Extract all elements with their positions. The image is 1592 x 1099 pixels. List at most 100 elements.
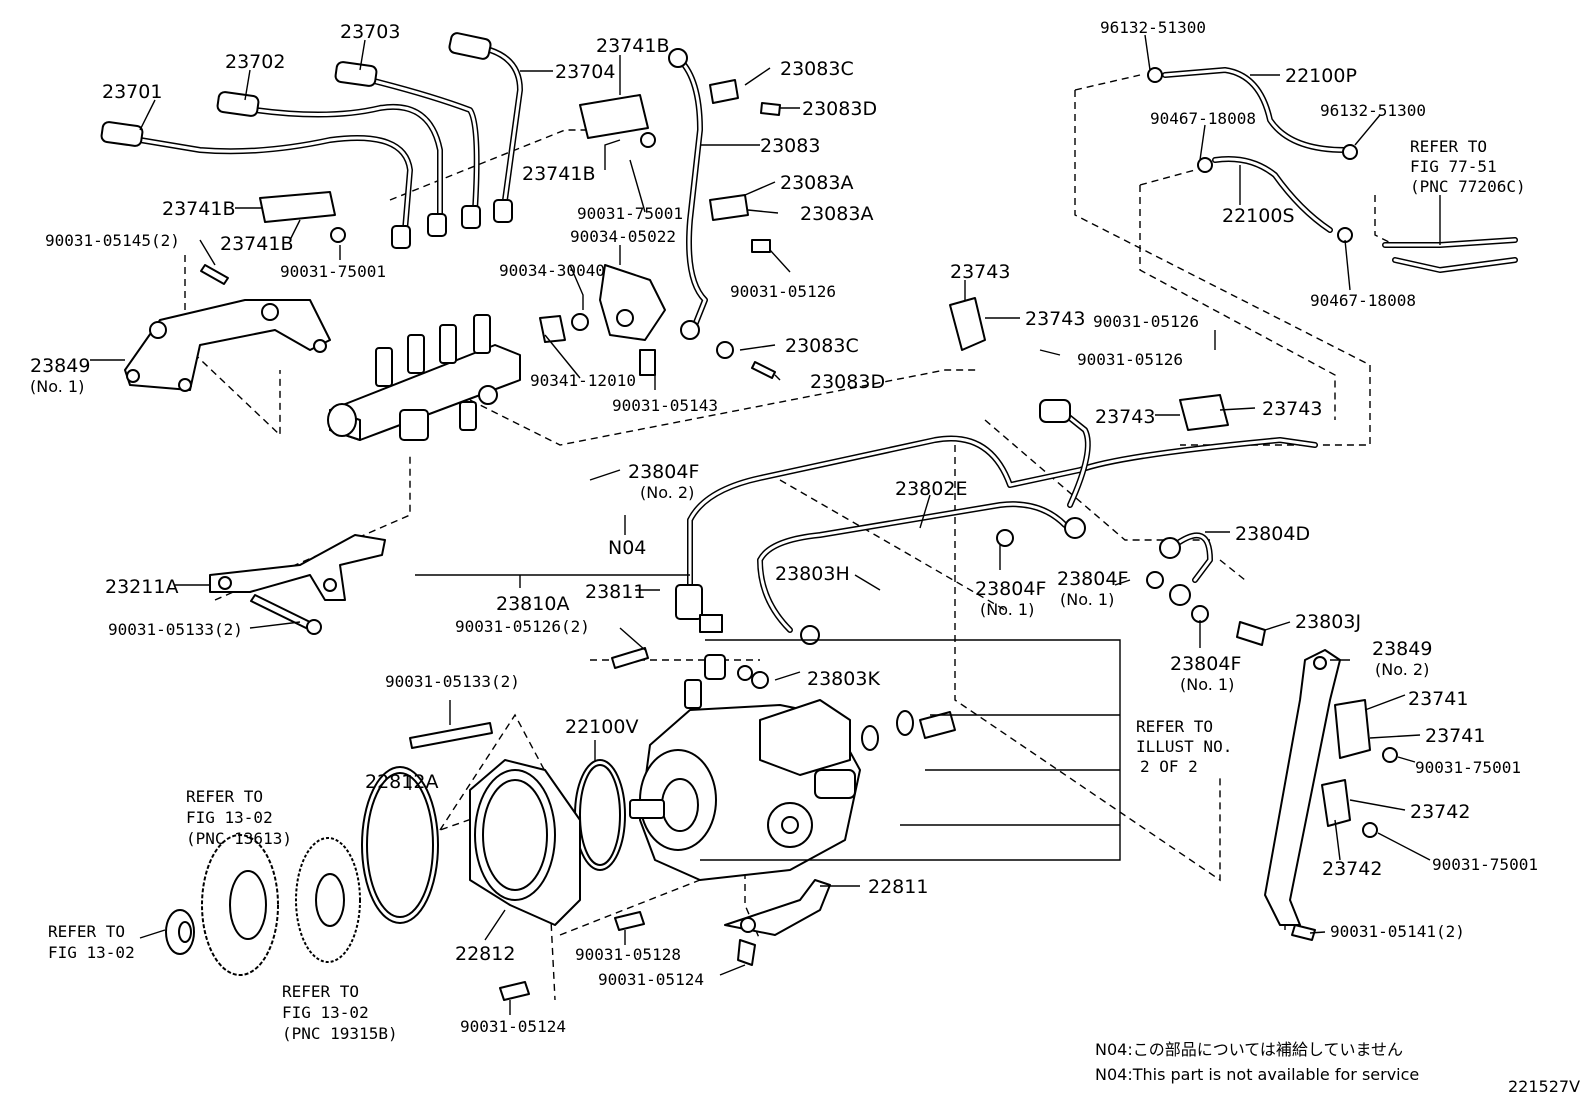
label-23083A-2: 23083A: [800, 203, 873, 225]
label-90031-05126-b: 90031-05126: [1093, 312, 1199, 331]
label-23804F-b-sub: (No. 1): [980, 600, 1034, 619]
label-23804F-d-sub: (No. 1): [1180, 675, 1234, 694]
label-23083C-top: 23083C: [780, 58, 854, 80]
label-23849-no1: 23849: [30, 355, 90, 377]
bracket-23849-no1: [124, 264, 331, 392]
note-n04-english: N04:This part is not available for servi…: [1095, 1065, 1419, 1084]
label-90031-75001-b: 90031-75001: [280, 262, 386, 281]
label-refer-1302-line1: REFER TO: [48, 922, 125, 941]
label-refer-illust-line3: 2 OF 2: [1140, 757, 1198, 776]
figure-id: 221527V: [1508, 1077, 1580, 1096]
label-90031-05133-b: 90031-05133(2): [385, 672, 520, 691]
note-n04-japanese: N04:この部品については補給していません: [1095, 1040, 1403, 1059]
label-23803H: 23803H: [775, 563, 850, 585]
label-90467-18008-b: 90467-18008: [1310, 291, 1416, 310]
gears: [165, 834, 361, 976]
label-23810A: 23810A: [496, 593, 569, 615]
label-23802E: 23802E: [895, 478, 967, 500]
label-90031-75001-c: 90031-75001: [1415, 758, 1521, 777]
label-90031-05124-a: 90031-05124: [598, 970, 704, 989]
supply-pump: [629, 614, 861, 881]
label-23741B-left: 23741B: [162, 198, 235, 220]
label-90031-05126-a: 90031-05126: [730, 282, 836, 301]
label-23803K: 23803K: [807, 668, 880, 690]
label-90031-05124-b: 90031-05124: [460, 1017, 566, 1036]
label-90031-05133-a: 90031-05133(2): [108, 620, 243, 639]
label-refer-19315-line2: FIG 13-02: [282, 1003, 369, 1022]
label-90031-05143: 90031-05143: [612, 396, 718, 415]
label-90031-75001-a: 90031-75001: [577, 204, 683, 223]
label-23083C-mid: 23083C: [785, 335, 859, 357]
label-23741-a: 23741: [1408, 688, 1468, 710]
label-23701: 23701: [102, 81, 162, 103]
label-22812: 22812: [455, 943, 515, 965]
label-23083: 23083: [760, 135, 820, 157]
label-23849-no1-sub: (No. 1): [30, 377, 84, 396]
label-23741-b: 23741: [1425, 725, 1485, 747]
label-90467-18008-a: 90467-18008: [1150, 109, 1256, 128]
label-90341-12010: 90341-12010: [530, 371, 636, 390]
pressure-sensor: [539, 264, 666, 376]
bracket-23849-no2: [409, 647, 1341, 1001]
label-90034-30040: 90034-30040: [499, 261, 605, 280]
label-23743-d: 23743: [1262, 398, 1322, 420]
label-refer-13613-line3: (PNC 13613): [186, 829, 292, 848]
label-23743-c: 23743: [1095, 406, 1155, 428]
label-23741B-top: 23741B: [596, 35, 669, 57]
label-22812A: 22812A: [365, 771, 438, 793]
gaskets-and-housing: [361, 710, 956, 926]
label-23803J: 23803J: [1295, 611, 1361, 633]
label-23804F-b: 23804F: [975, 578, 1046, 600]
label-90031-05145: 90031-05145(2): [45, 231, 180, 250]
label-refer-13613-line1: REFER TO: [186, 787, 263, 806]
label-refer-77-line2: FIG 77-51: [1410, 157, 1497, 176]
label-96132-51300-a: 96132-51300: [1100, 18, 1206, 37]
label-23742-b: 23742: [1322, 858, 1382, 880]
label-refer-1302-line2: FIG 13-02: [48, 943, 135, 962]
label-23743-b: 23743: [1025, 308, 1085, 330]
label-90031-05126-d: 90031-05126(2): [455, 617, 590, 636]
label-22811: 22811: [868, 876, 928, 898]
label-23811: 23811: [585, 581, 645, 603]
label-23849-no2: 23849: [1372, 638, 1432, 660]
label-23743-a: 23743: [950, 261, 1010, 283]
label-23804F-a-sub: (No. 2): [640, 483, 694, 502]
label-22100S: 22100S: [1222, 205, 1295, 227]
injection-pipes: [100, 32, 523, 249]
common-rail: [327, 314, 521, 441]
leader-lines: [90, 34, 1441, 1015]
label-23211A: 23211A: [105, 576, 178, 598]
clamps: [259, 79, 1398, 838]
label-23804F-c: 23804F: [1057, 568, 1128, 590]
label-23083D-top: 23083D: [802, 98, 877, 120]
label-23083D-mid: 23083D: [810, 371, 885, 393]
label-23849-no2-sub: (No. 2): [1375, 660, 1429, 679]
label-23703: 23703: [340, 21, 400, 43]
label-23804F-c-sub: (No. 1): [1060, 590, 1114, 609]
footer-notes: N04:この部品については補給していません N04:This part is n…: [1095, 1040, 1580, 1096]
label-90031-05141: 90031-05141(2): [1330, 922, 1465, 941]
label-22100P: 22100P: [1285, 65, 1357, 87]
label-refer-77-line1: REFER TO: [1410, 137, 1487, 156]
label-23702: 23702: [225, 51, 285, 73]
label-23083A-1: 23083A: [780, 172, 853, 194]
label-23804F-d: 23804F: [1170, 653, 1241, 675]
label-23704: 23704: [555, 61, 615, 83]
label-refer-illust-line2: ILLUST NO.: [1136, 737, 1232, 756]
label-refer-13613-line2: FIG 13-02: [186, 808, 273, 827]
return-pipes: [675, 399, 1318, 646]
label-90031-05126-c: 90031-05126: [1077, 350, 1183, 369]
label-90031-05128: 90031-05128: [575, 945, 681, 964]
label-refer-19315-line3: (PNC 19315B): [282, 1024, 398, 1043]
part-labels: 23701 23702 23703 23704 23741B 23741B 23…: [30, 18, 1538, 1043]
label-23741B-mid: 23741B: [522, 163, 595, 185]
leak-pipe-23083: [668, 48, 781, 379]
label-refer-77-line3: (PNC 77206C): [1410, 177, 1526, 196]
label-90034-05022: 90034-05022: [570, 227, 676, 246]
label-refer-19315-line1: REFER TO: [282, 982, 359, 1001]
label-23742-a: 23742: [1410, 801, 1470, 823]
label-96132-51300-b: 96132-51300: [1320, 101, 1426, 120]
label-23804D: 23804D: [1235, 523, 1310, 545]
label-refer-illust-line1: REFER TO: [1136, 717, 1213, 736]
